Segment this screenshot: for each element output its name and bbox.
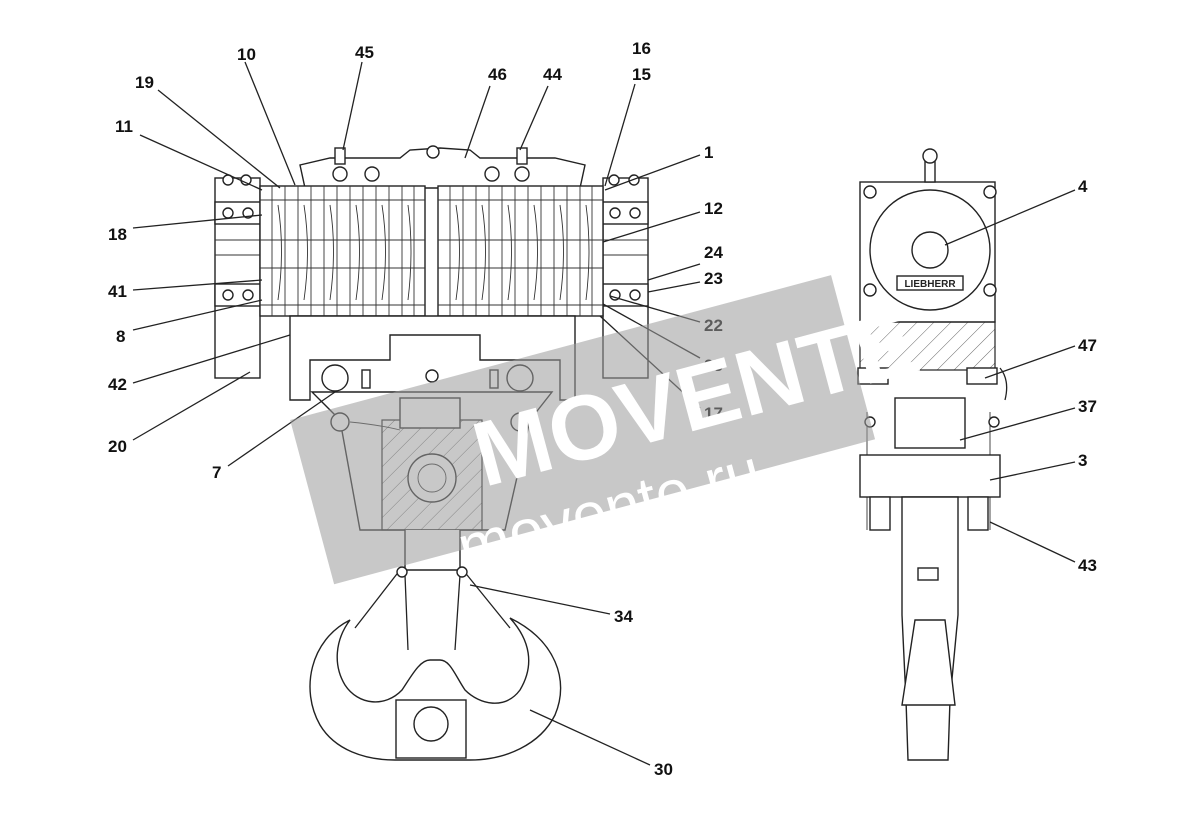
side-view-section (859, 321, 996, 371)
lug-44 (516, 147, 528, 165)
callout-45: 45 (355, 43, 374, 62)
callout-44: 44 (543, 65, 562, 84)
callout-16: 16 (632, 39, 651, 58)
callout-47: 47 (1078, 336, 1097, 355)
watermark-band (290, 275, 876, 585)
callout-12: 12 (704, 199, 723, 218)
callout-37: 37 (1078, 397, 1097, 416)
callout-20: 20 (108, 437, 127, 456)
callout-4: 4 (1078, 177, 1088, 196)
crosshead-side (859, 454, 1001, 498)
ramshorn-hook-30 (309, 617, 562, 761)
callout-8: 8 (116, 327, 125, 346)
callout-11: 11 (115, 117, 133, 136)
lifting-eye (426, 145, 440, 159)
callout-23: 23 (704, 269, 723, 288)
sheave-pack-left (259, 185, 426, 317)
callout-24: 24 (704, 243, 723, 262)
bearing-housing-37 (894, 397, 966, 449)
callout-41: 41 (108, 282, 127, 301)
side-view: LIEBHERR (857, 148, 1008, 761)
callout-46: 46 (488, 65, 507, 84)
nameplate-text: LIEBHERR (904, 279, 956, 290)
callout-34: 34 (614, 607, 633, 626)
callout-18: 18 (108, 225, 127, 244)
callout-30: 30 (654, 760, 673, 779)
callout-15: 15 (632, 65, 651, 84)
callout-1: 1 (704, 143, 713, 162)
safety-latch-34 (354, 569, 511, 651)
lug-45 (334, 147, 346, 165)
callout-43: 43 (1078, 556, 1097, 575)
callout-3: 3 (1078, 451, 1087, 470)
callout-labels: 10 45 16 15 46 44 19 11 1 12 18 24 23 41… (108, 39, 1097, 779)
callout-42: 42 (108, 375, 127, 394)
sheave-pack-right (437, 185, 604, 317)
callout-7: 7 (212, 463, 221, 482)
callout-10: 10 (237, 45, 256, 64)
nameplate (896, 275, 964, 291)
callout-19: 19 (135, 73, 154, 92)
